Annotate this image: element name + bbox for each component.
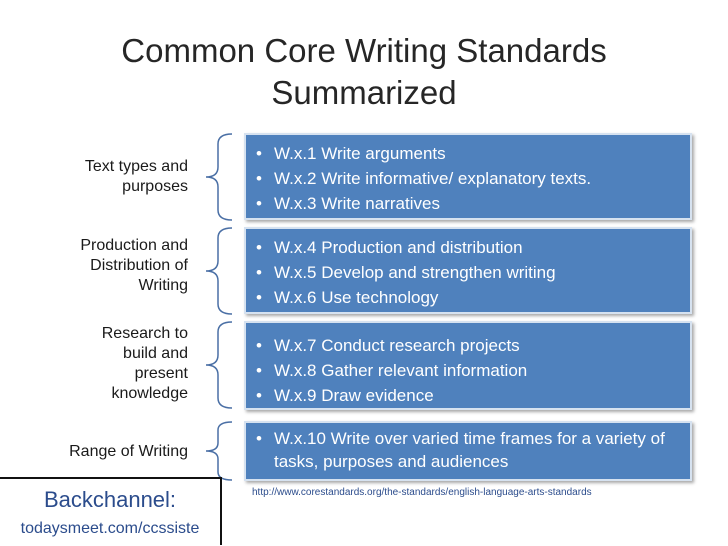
- list-item: W.x.5 Develop and strengthen writing: [256, 260, 682, 285]
- category-label-research: Research to build and present knowledge: [18, 324, 188, 404]
- slide-title-line-1: Common Core Writing Standards: [121, 32, 607, 69]
- category-label-line: Range of Writing: [69, 443, 188, 460]
- category-label-line: build and: [123, 345, 188, 362]
- category-label-line: Distribution of: [90, 257, 188, 274]
- category-label-line: Production and: [80, 237, 188, 254]
- left-brace-icon: [200, 420, 240, 482]
- standards-box-range: W.x.10 Write over varied time frames for…: [244, 421, 692, 481]
- backchannel-box: Backchannel: todaysmeet.com/ccssiste: [0, 477, 222, 545]
- slide-title: Common Core Writing Standards Summarized: [0, 30, 728, 114]
- category-label-text-types: Text types and purposes: [18, 157, 188, 197]
- left-brace-icon: [200, 132, 240, 222]
- list-item: W.x.7 Conduct research projects: [256, 333, 682, 358]
- backchannel-url[interactable]: todaysmeet.com/ccssiste: [20, 520, 200, 537]
- list-item: W.x.4 Production and distribution: [256, 235, 682, 260]
- source-link[interactable]: http://www.corestandards.org/the-standar…: [252, 487, 592, 498]
- standards-box-research: W.x.7 Conduct research projects W.x.8 Ga…: [244, 321, 692, 410]
- list-item: W.x.2 Write informative/ explanatory tex…: [256, 166, 682, 191]
- left-brace-icon: [200, 320, 240, 410]
- list-item: W.x.8 Gather relevant information: [256, 358, 682, 383]
- left-brace-icon: [200, 226, 240, 316]
- category-label-line: knowledge: [111, 385, 189, 402]
- category-label-range: Range of Writing: [18, 442, 188, 462]
- slide-title-line-2: Summarized: [271, 74, 457, 111]
- category-label-line: Text types and: [84, 158, 188, 175]
- list-item: W.x.10 Write over varied time frames for…: [256, 427, 682, 473]
- list-item: W.x.3 Write narratives: [256, 191, 682, 216]
- list-item: W.x.1 Write arguments: [256, 141, 682, 166]
- list-item: W.x.6 Use technology: [256, 285, 682, 310]
- list-item: W.x.9 Draw evidence: [256, 383, 682, 408]
- backchannel-title: Backchannel:: [43, 487, 177, 512]
- standards-box-text-types: W.x.1 Write arguments W.x.2 Write inform…: [244, 133, 692, 220]
- category-label-line: Research to: [101, 325, 188, 342]
- standards-box-production: W.x.4 Production and distribution W.x.5 …: [244, 227, 692, 314]
- category-label-line: purposes: [122, 178, 188, 195]
- category-label-line: present: [134, 365, 188, 382]
- category-label-production: Production and Distribution of Writing: [18, 236, 188, 296]
- category-label-line: Writing: [138, 277, 189, 294]
